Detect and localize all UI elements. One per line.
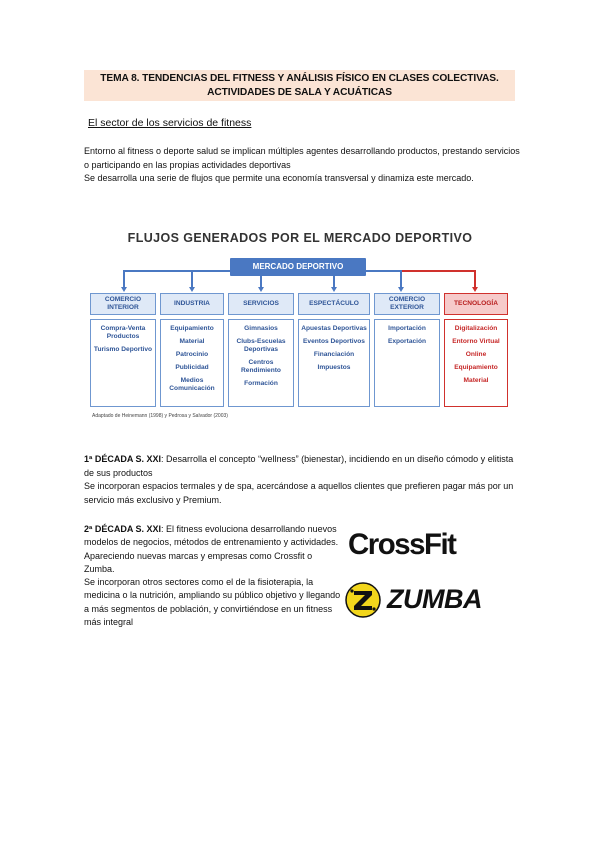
category-item: Equipamiento (454, 364, 498, 371)
zumba-logo: ZUMBA (345, 582, 485, 618)
decade-1-line: 1ª DÉCADA S. XXI: Desarrolla el concepto… (84, 453, 524, 480)
category-item: Impuestos (317, 364, 351, 371)
category-item: Turismo Deportivo (93, 346, 153, 353)
crossfit-logo: CrossFit (348, 528, 457, 561)
document-title-band: TEMA 8. TENDENCIAS DEL FITNESS Y ANÁLISI… (84, 70, 515, 101)
category-head-comercio-exterior: COMERCIO EXTERIOR (374, 293, 440, 315)
category-body-industria: Equipamiento Material Patrocinio Publici… (160, 319, 224, 407)
category-item: Importación (388, 325, 426, 332)
intro-text-2: Se desarrolla una serie de flujos que pe… (84, 173, 474, 183)
category-head-espectaculo: ESPECTÁCULO (298, 293, 370, 315)
category-item: Digitalización (454, 325, 498, 332)
connector-right (365, 270, 400, 272)
category-body-comercio-exterior: Importación Exportación (374, 319, 440, 407)
category-item: Publicidad (175, 364, 209, 371)
document-title-line-2: ACTIVIDADES DE SALA Y ACUÁTICAS (207, 87, 392, 98)
category-body-tecnologia: Digitalización Entorno Virtual Online Eq… (444, 319, 508, 407)
category-item: Apuestas Deportivas (301, 325, 367, 332)
connector-arrow-3 (257, 287, 264, 292)
intro-text-1: Entorno al fitness o deporte salud se im… (84, 146, 520, 170)
decade-2-text-1: : El fitness evoluciona desarrollando nu… (84, 524, 339, 574)
category-item: Formación (244, 380, 278, 387)
connector-left (123, 270, 231, 272)
connector-drop-6 (474, 270, 476, 287)
decade-2-line: 2ª DÉCADA S. XXI: El fitness evoluciona … (84, 523, 344, 576)
document-title-line-1: TEMA 8. TENDENCIAS DEL FITNESS Y ANÁLISI… (100, 73, 499, 84)
connector-drop-3 (260, 276, 262, 287)
decade-2-paragraph: 2ª DÉCADA S. XXI: El fitness evoluciona … (84, 523, 344, 629)
connector-arrow-5 (397, 287, 404, 292)
category-item: Clubs-Escuelas Deportivas (236, 338, 286, 353)
decade-2-text-2: Se incorporan otros sectores como el de … (84, 577, 341, 628)
category-item: Financiación (313, 351, 355, 358)
category-head-industria: INDUSTRIA (160, 293, 224, 315)
market-flow-diagram: FLUJOS GENERADOS POR EL MERCADO DEPORTIV… (88, 225, 512, 425)
connector-arrow-1 (120, 287, 127, 292)
category-body-espectaculo: Apuestas Deportivas Eventos Deportivos F… (298, 319, 370, 407)
connector-arrow-4 (330, 287, 337, 292)
category-item: Equipamiento (170, 325, 214, 332)
decade-1-text-2: Se incorporan espacios termales y de spa… (84, 481, 514, 505)
zumba-wordmark: ZUMBA (387, 584, 482, 614)
category-item: Centros Rendimiento (241, 359, 281, 374)
connector-drop-2 (191, 270, 193, 287)
category-head-comercio-interior: COMERCIO INTERIOR (90, 293, 156, 315)
category-item: Material (463, 377, 489, 384)
category-item: Exportación (387, 338, 427, 345)
connector-arrow-2 (188, 287, 195, 292)
category-item: Patrocinio (175, 351, 209, 358)
decade-1-paragraph: 1ª DÉCADA S. XXI: Desarrolla el concepto… (84, 453, 524, 507)
connector-right-red (400, 270, 474, 272)
decade-2-label: 2ª DÉCADA S. XXI (84, 524, 162, 534)
category-item: Eventos Deportivos (303, 338, 365, 345)
diagram-root-box: MERCADO DEPORTIVO (230, 258, 366, 276)
connector-drop-1 (123, 270, 125, 287)
connector-drop-5 (400, 270, 402, 287)
category-item: Gimnasios (244, 325, 278, 332)
category-item: Medios Comunicación (169, 377, 215, 392)
decade-1-text-1: : Desarrolla el concepto “wellness” (bie… (84, 454, 514, 478)
connector-arrow-6 (471, 287, 478, 292)
category-item: Compra-Venta Productos (100, 325, 146, 340)
zumba-z-icon (345, 582, 381, 618)
category-item: Entorno Virtual (452, 338, 500, 345)
section-heading: El sector de los servicios de fitness (88, 117, 252, 129)
category-body-comercio-interior: Compra-Venta Productos Turismo Deportivo (90, 319, 156, 407)
brand-logos: CrossFit ZUMBA (340, 528, 490, 623)
diagram-credit: Adaptado de Heinemann (1998) y Pedrosa y… (92, 413, 228, 419)
category-head-tecnologia: TECNOLOGÍA (444, 293, 508, 315)
category-head-servicios: SERVICIOS (228, 293, 294, 315)
connector-drop-4 (333, 276, 335, 287)
intro-paragraph: Entorno al fitness o deporte salud se im… (84, 145, 524, 186)
diagram-title: FLUJOS GENERADOS POR EL MERCADO DEPORTIV… (127, 231, 473, 245)
decade-1-label: 1ª DÉCADA S. XXI (84, 454, 162, 464)
category-item: Online (465, 351, 487, 358)
category-body-servicios: Gimnasios Clubs-Escuelas Deportivas Cent… (228, 319, 294, 407)
category-item: Material (179, 338, 205, 345)
